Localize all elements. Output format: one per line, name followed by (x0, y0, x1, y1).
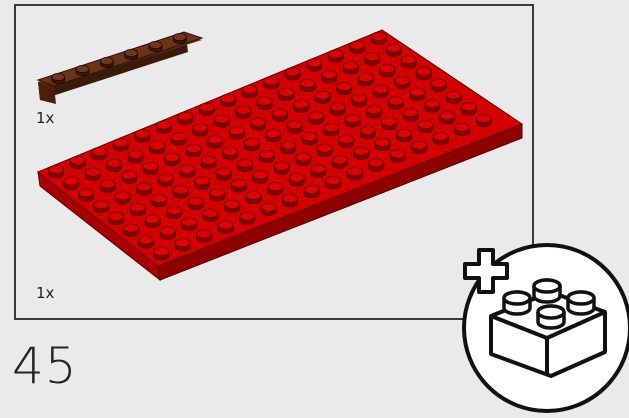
add-brick-icon (455, 236, 629, 412)
add-brick-button[interactable] (455, 236, 629, 412)
red-plate-quantity: 1x (36, 284, 54, 302)
step-number: 45 (12, 336, 78, 396)
brown-plate-1x6 (38, 32, 202, 104)
brown-plate-quantity: 1x (36, 109, 54, 127)
